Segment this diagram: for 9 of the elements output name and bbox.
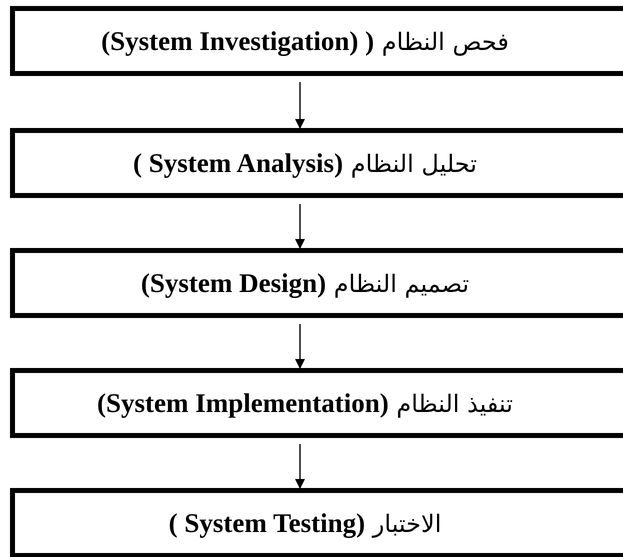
process-box: [10, 128, 623, 198]
process-box: [10, 368, 623, 438]
arrow: [295, 82, 305, 129]
process-box: [10, 248, 623, 318]
arrow: [295, 324, 305, 369]
process-box: [10, 6, 623, 76]
arrow: [295, 204, 305, 249]
arrow: [295, 444, 305, 489]
process-box: [10, 488, 623, 557]
